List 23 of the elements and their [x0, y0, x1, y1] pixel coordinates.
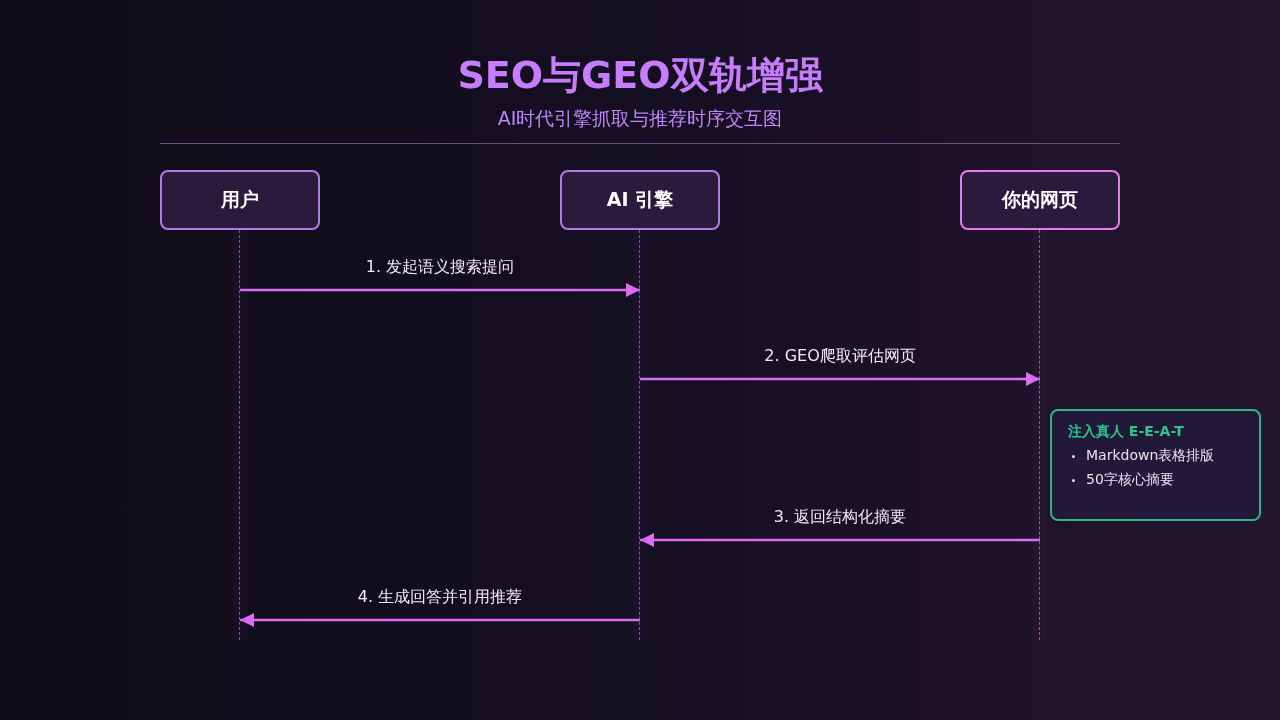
message-arrow — [640, 533, 1040, 547]
title: SEO与GEO双轨增强 — [456, 52, 824, 99]
lifeline — [233, 230, 247, 640]
bullet-item: Markdown表格排版 — [1068, 447, 1249, 465]
message-arrow — [240, 613, 640, 627]
edge-label: 2. GEO爬取评估网页 — [764, 345, 916, 367]
participant-label: 你的网页 — [1002, 187, 1078, 212]
note-heading: 注入真人 E-E-A-T — [1068, 423, 1185, 441]
participant-label: AI 引擎 — [606, 187, 674, 212]
bullet-item: 50字核心摘要 — [1068, 471, 1249, 489]
participant-box — [160, 170, 320, 230]
subtitle: AI时代引擎抓取与推荐时序交互图 — [496, 106, 784, 131]
lifeline — [633, 230, 647, 640]
edge-label: 3. 返回结构化摘要 — [773, 506, 907, 528]
note-box — [1050, 409, 1261, 521]
participant-box — [560, 170, 720, 230]
participant-box — [960, 170, 1120, 230]
lifeline — [1033, 230, 1047, 640]
message-arrow — [240, 283, 640, 297]
edge-label: 4. 生成回答并引用推荐 — [357, 586, 523, 608]
participant-label: 用户 — [221, 187, 259, 212]
edge-label: 1. 发起语义搜索提问 — [365, 256, 515, 278]
message-arrow — [640, 372, 1040, 386]
